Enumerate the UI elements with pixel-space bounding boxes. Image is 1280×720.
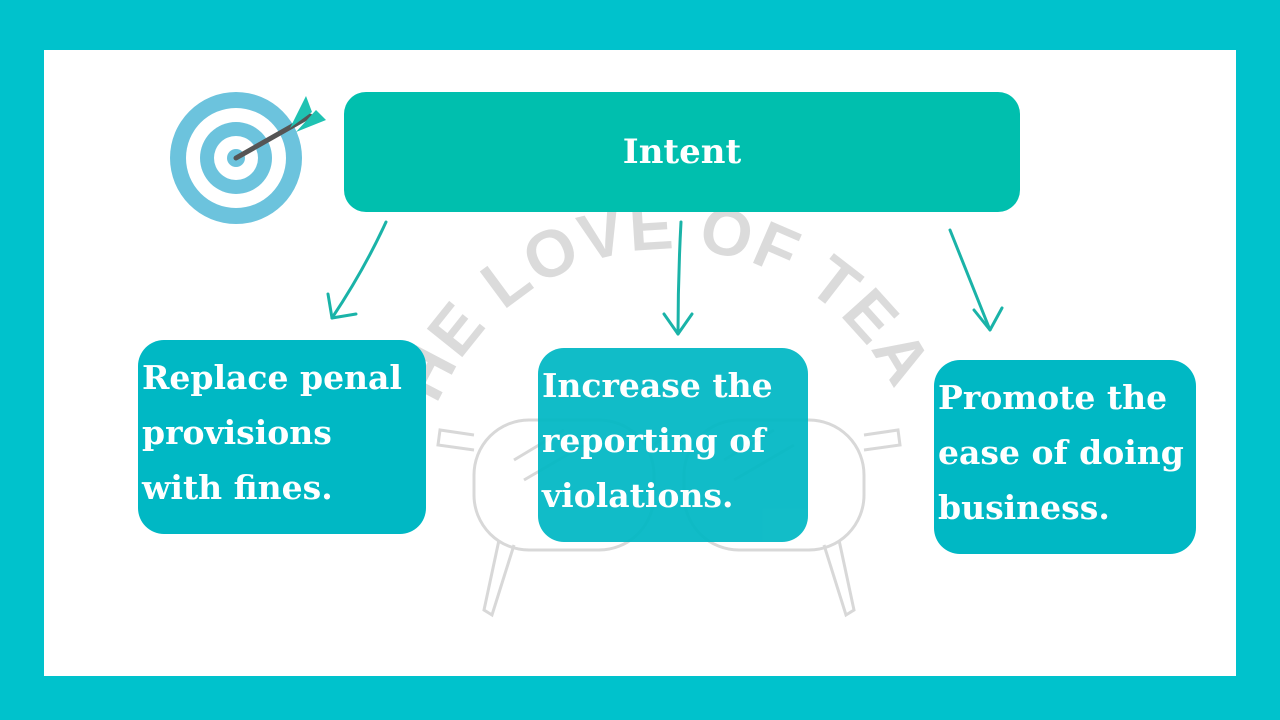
item-3-line-2: ease of doing bbox=[938, 433, 1184, 472]
arrow-to-item-1 bbox=[326, 220, 388, 320]
target-icon bbox=[170, 92, 326, 224]
item-2-line-2: reporting of bbox=[542, 421, 766, 460]
diagram-panel: FOR THE LOVE OF TEACHING bbox=[44, 50, 1236, 676]
arrow-to-item-3 bbox=[948, 228, 1004, 332]
intent-label: Intent bbox=[622, 132, 742, 172]
intent-item-1: Replace penal provisions with fines. bbox=[138, 340, 426, 534]
item-3-line-1: Promote the bbox=[938, 378, 1168, 417]
item-1-line-2: provisions bbox=[142, 413, 332, 452]
item-1-line-3: with fines. bbox=[142, 468, 333, 507]
arrow-to-item-2 bbox=[662, 220, 694, 336]
intent-box: Intent bbox=[344, 92, 1020, 212]
item-2-line-3: violations. bbox=[542, 476, 734, 515]
intent-item-3: Promote the ease of doing business. bbox=[934, 360, 1196, 554]
intent-item-2: Increase the reporting of violations. bbox=[538, 348, 808, 542]
item-2-line-1: Increase the bbox=[542, 366, 773, 405]
item-3-line-3: business. bbox=[938, 488, 1110, 527]
item-1-line-1: Replace penal bbox=[142, 358, 402, 397]
